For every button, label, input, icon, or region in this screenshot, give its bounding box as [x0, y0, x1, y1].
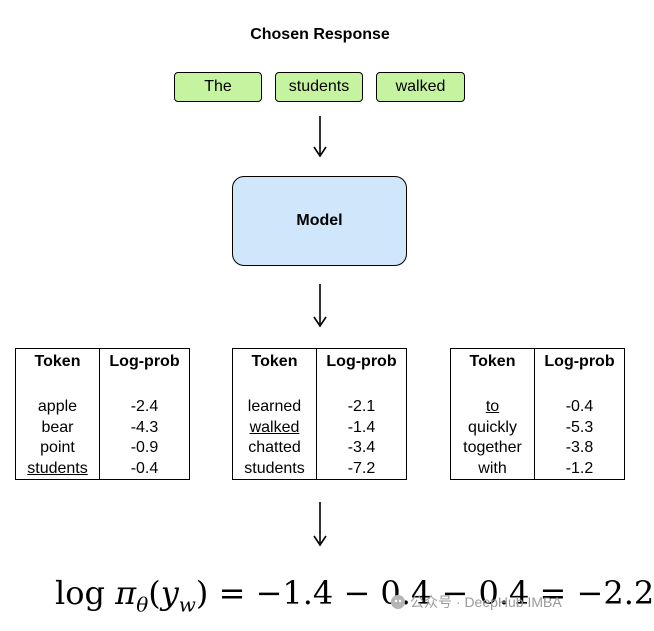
table-cell-token: students: [244, 459, 305, 477]
diagram-title: Chosen Response: [250, 26, 390, 43]
arrow-down-icon: [313, 284, 327, 328]
watermark: 公众号 · DeepHub IMBA: [390, 592, 562, 612]
token-the: The: [174, 72, 262, 102]
table-cell-token-selected: to: [485, 398, 500, 415]
logprob-column: Log-prob -0.4 -5.3 -3.8 -1.2: [535, 349, 624, 479]
formula-rhs: = −1.4 − 0.4 − 0.4 = −2.2: [208, 574, 654, 612]
table-cell-logprob: -5.3: [565, 418, 594, 436]
logprob-column: Log-prob -2.1 -1.4 -3.4 -7.2: [317, 349, 406, 479]
formula-close-paren: ): [195, 574, 209, 612]
formula-y: y: [160, 574, 179, 612]
formula-theta: θ: [136, 592, 149, 617]
table-cell-logprob: -3.8: [565, 439, 594, 456]
log-prob-formula: log πθ(yw) = −1.4 − 0.4 − 0.4 = −2.2: [55, 574, 654, 616]
table-cell-logprob: -0.4: [565, 398, 594, 415]
token-column: Token to quickly together with: [451, 349, 535, 479]
formula-w: w: [178, 592, 196, 617]
table-cell-logprob: -7.2: [347, 459, 376, 477]
logprob-table-2: Token learned walked chatted students Lo…: [232, 348, 407, 480]
arrow-down-icon: [313, 502, 327, 547]
table-cell-logprob: -2.1: [347, 398, 376, 415]
column-header-logprob: Log-prob: [326, 353, 397, 370]
table-cell-logprob: -1.2: [565, 459, 594, 477]
token-walked: walked: [376, 72, 465, 102]
table-cell-token: apple: [37, 398, 78, 415]
table-cell-token: with: [478, 459, 507, 477]
table-cell-logprob: -2.4: [130, 398, 159, 415]
logprob-column: Log-prob -2.4 -4.3 -0.9 -0.4: [100, 349, 189, 479]
table-cell-logprob: -3.4: [347, 439, 376, 456]
formula-open-paren: (: [148, 574, 161, 612]
table-cell-logprob: -1.4: [347, 418, 376, 436]
table-cell-token: point: [40, 439, 75, 456]
column-header-token: Token: [251, 353, 298, 370]
table-cell-token: bear: [41, 418, 74, 436]
token-column: Token apple bear point students: [16, 349, 100, 479]
formula-pi: π: [115, 574, 137, 612]
formula-log: log: [55, 574, 105, 612]
logprob-table-3: Token to quickly together with Log-prob …: [450, 348, 625, 480]
table-cell-token-selected: students: [27, 459, 88, 477]
column-header-token: Token: [34, 353, 81, 370]
logprob-table-1: Token apple bear point students Log-prob…: [15, 348, 190, 480]
table-cell-token: learned: [247, 398, 302, 415]
column-header-logprob: Log-prob: [109, 353, 180, 370]
token-column: Token learned walked chatted students: [233, 349, 317, 479]
table-cell-token: chatted: [248, 439, 301, 456]
table-cell-logprob: -4.3: [130, 418, 159, 436]
table-cell-token: quickly: [468, 418, 517, 436]
table-cell-token-selected: walked: [249, 418, 300, 436]
table-cell-logprob: -0.4: [130, 459, 159, 477]
table-cell-logprob: -0.9: [130, 439, 159, 456]
wechat-icon: [391, 595, 405, 609]
arrow-down-icon: [313, 116, 327, 158]
table-cell-token: together: [463, 439, 522, 456]
column-header-logprob: Log-prob: [544, 353, 615, 370]
token-students: students: [275, 72, 363, 102]
watermark-text: 公众号 · DeepHub IMBA: [410, 594, 562, 610]
model-box: Model: [232, 176, 407, 266]
column-header-token: Token: [469, 353, 516, 370]
